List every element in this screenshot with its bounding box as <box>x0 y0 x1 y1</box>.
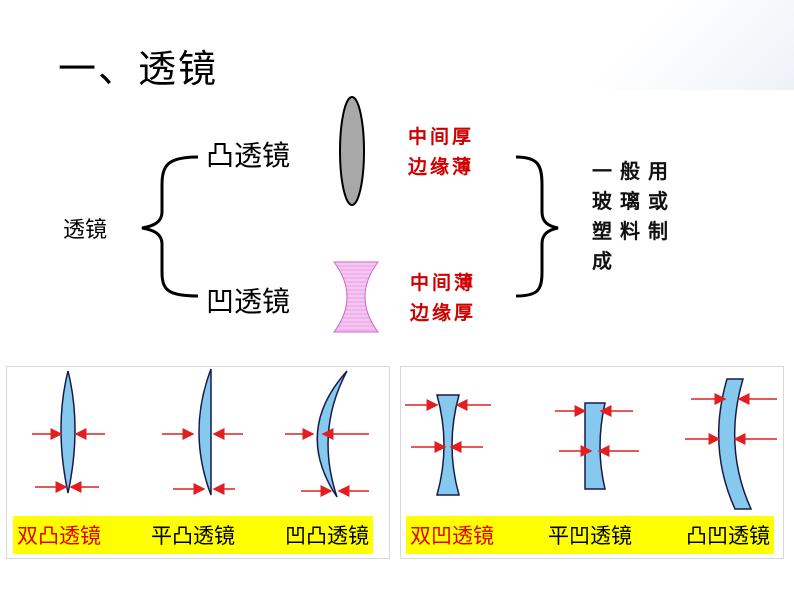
lens-classification-diagram <box>141 96 559 333</box>
caption-plano-concave: 平凹透镜 <box>548 524 632 548</box>
concave-types-diagram <box>405 378 777 510</box>
left-brace <box>141 155 199 298</box>
meniscus-convex-lens-shape <box>316 370 348 498</box>
convex-note-line1: 中间厚 <box>408 126 475 148</box>
page-title: 一、透镜 <box>58 47 219 91</box>
convex-types-diagram <box>32 368 369 498</box>
caption-plano-convex: 平凸透镜 <box>151 524 235 548</box>
biconcave-lens-shape <box>436 394 460 496</box>
material-note: 一般用玻璃或塑料制成 <box>592 159 676 273</box>
concave-note-line2: 边缘厚 <box>410 302 477 324</box>
caption-biconcave: 双凹透镜 <box>410 524 494 548</box>
caption-meniscus-convex: 凹凸透镜 <box>285 524 369 548</box>
concave-lens-note: 中间薄 边缘厚 <box>410 268 476 328</box>
convex-lens-label: 凸透镜 <box>206 139 291 172</box>
convex-note-line2: 边缘薄 <box>408 156 475 178</box>
convex-types-caption-bar: 双凸透镜 平凸透镜 凹凸透镜 <box>13 516 373 554</box>
convex-lens-note: 中间厚 边缘薄 <box>408 122 474 182</box>
plano-convex-lens-shape <box>198 368 212 496</box>
plano-concave-lens-shape <box>584 402 606 490</box>
right-brace <box>515 155 559 298</box>
caption-biconvex: 双凸透镜 <box>17 524 101 548</box>
lens-main-label: 透镜 <box>63 218 108 243</box>
concave-types-caption-bar: 双凹透镜 平凹透镜 凸凹透镜 <box>406 516 774 554</box>
background-decoration <box>534 0 794 90</box>
caption-meniscus-concave: 凸凹透镜 <box>686 524 770 548</box>
concave-lens-shape <box>333 261 379 333</box>
biconvex-lens-shape <box>60 370 76 494</box>
concave-note-line1: 中间薄 <box>410 272 477 294</box>
concave-lens-label: 凹透镜 <box>206 285 291 318</box>
convex-lens-shape <box>339 96 365 206</box>
